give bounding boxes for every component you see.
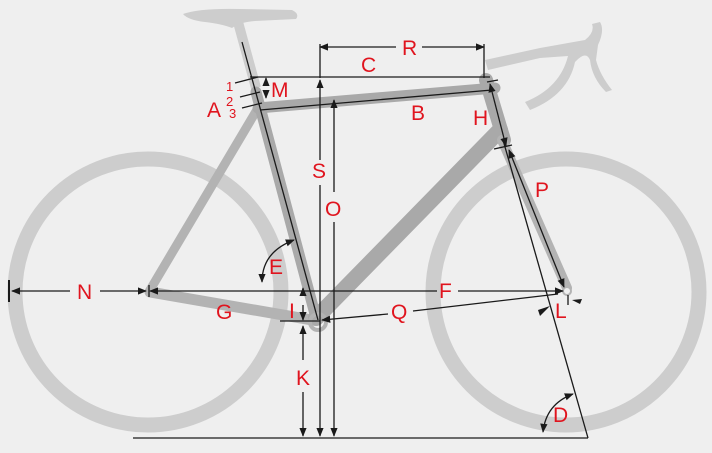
label-E: E [269,256,283,279]
label-I: I [289,300,295,323]
label-S: S [312,160,326,183]
label-K: K [296,367,310,390]
label-N: N [77,281,92,304]
label-C: C [361,54,376,77]
label-A1: 1 [226,79,233,94]
label-P: P [535,179,549,202]
label-F: F [439,280,452,303]
label-R: R [402,37,417,60]
label-H: H [473,107,488,130]
saddle [183,8,298,28]
label-O: O [325,198,341,221]
seatstay [145,103,263,295]
down-tube [308,122,508,326]
label-G: G [216,301,232,324]
label-A2: 2 [226,94,233,109]
label-B: B [411,102,425,125]
label-L: L [555,300,567,323]
front-axle [562,286,572,296]
handlebar [485,22,612,110]
label-M: M [271,79,289,102]
label-A3: 3 [229,106,236,121]
label-A: A [207,99,221,122]
label-Q: Q [391,301,407,324]
label-D: D [553,404,568,427]
top-tube [252,82,501,114]
chainstay [144,286,318,326]
